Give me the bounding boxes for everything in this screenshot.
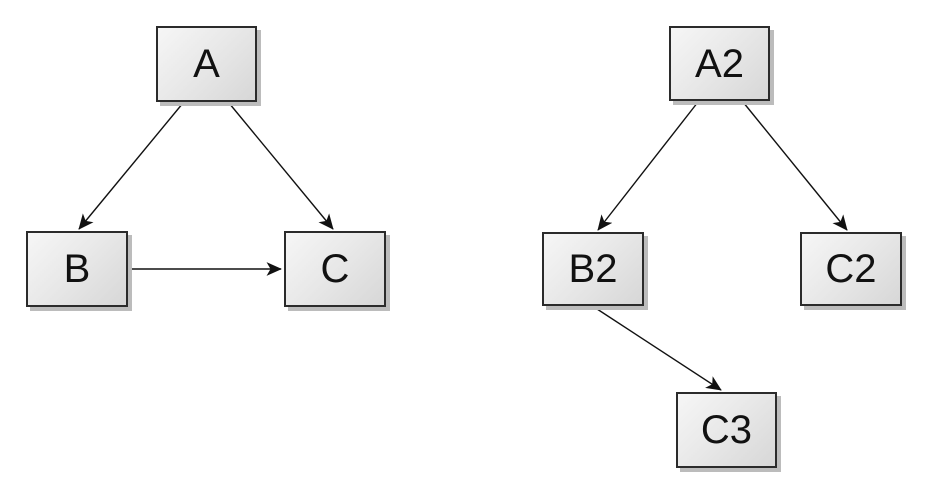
- node-label-a: A: [193, 42, 220, 86]
- edges-group: [78, 101, 848, 391]
- node-c[interactable]: C: [284, 231, 386, 307]
- edge-a-to-b: [78, 102, 184, 230]
- node-label-b2: B2: [568, 247, 618, 291]
- edge-a-to-c: [228, 102, 334, 230]
- edge-b2-to-c3: [593, 306, 722, 391]
- node-label-c2: C2: [825, 247, 877, 291]
- node-a2[interactable]: A2: [669, 26, 770, 101]
- node-label-c3: C3: [700, 408, 753, 452]
- node-c2[interactable]: C2: [800, 232, 902, 306]
- node-b[interactable]: B: [26, 231, 128, 307]
- node-label-c: C: [320, 247, 350, 291]
- edge-a2-to-b2: [597, 101, 699, 231]
- node-b2[interactable]: B2: [542, 232, 644, 306]
- node-a[interactable]: A: [156, 26, 257, 102]
- node-label-a2: A2: [695, 41, 744, 86]
- node-label-b: B: [63, 247, 91, 291]
- edge-a2-to-c2: [742, 101, 848, 231]
- node-c3[interactable]: C3: [676, 392, 777, 468]
